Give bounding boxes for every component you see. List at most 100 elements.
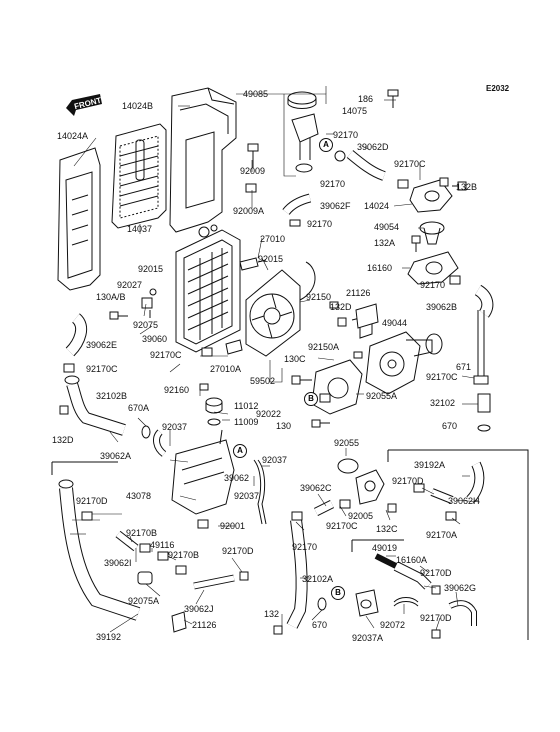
ref-marker-a: A <box>233 444 247 458</box>
part-label: 39192 <box>96 632 122 642</box>
part-label: 132B <box>456 182 478 192</box>
part-label: 92027 <box>117 280 143 290</box>
bypass-tube <box>473 310 489 385</box>
part-label: 59502 <box>250 376 276 386</box>
part-label: 92170 <box>307 219 333 229</box>
part-label: 32102 <box>430 398 456 408</box>
elbow-92005 <box>355 469 397 513</box>
part-label: 32102B <box>96 391 128 401</box>
part-label: 92001 <box>220 521 246 531</box>
part-label: 92055A <box>366 391 398 401</box>
part-label: 92170B <box>168 550 200 560</box>
part-label: 92170C <box>86 364 118 374</box>
part-label: 39192A <box>414 460 446 470</box>
part-label: 39062E <box>86 340 118 350</box>
grommet-92075a <box>137 571 153 585</box>
part-label: 92150A <box>308 342 340 352</box>
sensor-27010 <box>239 257 267 271</box>
hose-39062h <box>413 483 457 521</box>
front-arrow-icon <box>66 94 102 116</box>
part-label: 132D <box>330 302 352 312</box>
thermostat-49054 <box>419 221 445 245</box>
reservoir-tank-43078 <box>171 429 235 529</box>
part-label: 92170D <box>420 568 452 578</box>
hose-39062j <box>193 571 249 590</box>
part-label: 132D <box>52 435 74 445</box>
part-label: 27010A <box>210 364 242 374</box>
front-direction-arrow: FRONT <box>64 94 104 116</box>
part-label: 16160A <box>396 555 428 565</box>
bracket-21126 <box>329 301 379 329</box>
bolt-92009 <box>245 143 259 193</box>
bolt-130c <box>291 375 312 385</box>
reservoir-cap <box>199 383 223 426</box>
part-label: 14024B <box>122 101 154 111</box>
thermostat-base-16160 <box>407 251 459 285</box>
hose-39062e <box>65 313 88 357</box>
clamp-92170c-a <box>397 179 409 189</box>
part-label: 92005 <box>348 511 374 521</box>
part-label: 39062J <box>184 604 214 614</box>
part-label: 92015 <box>258 254 284 264</box>
diagram-code: E2032 <box>486 84 510 93</box>
part-label: 92170 <box>320 179 346 189</box>
part-label: 130 <box>276 421 292 431</box>
fitting-49019 <box>374 553 441 595</box>
part-label: 39062G <box>444 583 477 593</box>
bolt-130 <box>311 419 330 428</box>
shroud-14024a <box>57 147 101 291</box>
part-label: 130C <box>284 354 306 364</box>
part-label: 32102A <box>302 574 334 584</box>
ref-marker-b: B <box>331 586 345 600</box>
part-label: 39062I <box>104 558 132 568</box>
part-label: 670 <box>312 620 328 630</box>
part-label: 92170C <box>326 521 358 531</box>
clamp-92072 <box>393 597 419 607</box>
part-label: 92037 <box>262 455 288 465</box>
part-label: 39060 <box>142 334 168 344</box>
oring-670a <box>141 425 151 439</box>
fan-assembly <box>245 261 316 357</box>
part-label: 49116 <box>150 540 175 550</box>
clamp-92170d-left <box>81 511 93 521</box>
part-label: 92160 <box>164 385 190 395</box>
pipe-32102 <box>477 393 491 432</box>
part-label: 670A <box>128 403 150 413</box>
part-label: 92170D <box>222 546 254 556</box>
clamp-92170c-left <box>63 363 75 373</box>
bolt-92150a <box>353 351 363 359</box>
sensor-27010a <box>225 339 243 355</box>
part-label: 92170B <box>126 528 158 538</box>
lower-left-group <box>51 461 118 475</box>
part-label: 49085 <box>243 89 269 99</box>
part-label: 21126 <box>192 620 217 630</box>
part-label: 92022 <box>256 409 282 419</box>
part-label: 92037A <box>352 633 384 643</box>
hose-39192a <box>466 461 485 504</box>
fitting-92037a <box>355 589 379 617</box>
thermostat-cover-14024 <box>409 177 453 213</box>
part-label: 39062 <box>224 473 250 483</box>
part-label: 671 <box>456 362 472 372</box>
hose-39062c <box>313 499 351 517</box>
part-label: 92072 <box>380 620 406 630</box>
part-label: 16160 <box>367 263 393 273</box>
part-label: 49019 <box>372 543 398 553</box>
part-label: 39062H <box>448 496 480 506</box>
part-label: 92170C <box>394 159 426 169</box>
part-label: 92170D <box>76 496 108 506</box>
pipe-32102b <box>59 375 126 436</box>
part-label: 92055 <box>334 438 360 448</box>
part-label: 92150 <box>306 292 332 302</box>
hose-39062b <box>449 275 494 318</box>
part-label: 92170 <box>420 280 446 290</box>
part-label: 14024 <box>364 201 390 211</box>
part-label: 14024A <box>57 131 89 141</box>
part-label: 92170D <box>420 613 452 623</box>
screen-14037 <box>111 123 167 229</box>
part-label: 14075 <box>342 106 368 116</box>
clamp-92170c-b <box>201 347 213 357</box>
part-label: 92170C <box>426 372 458 382</box>
